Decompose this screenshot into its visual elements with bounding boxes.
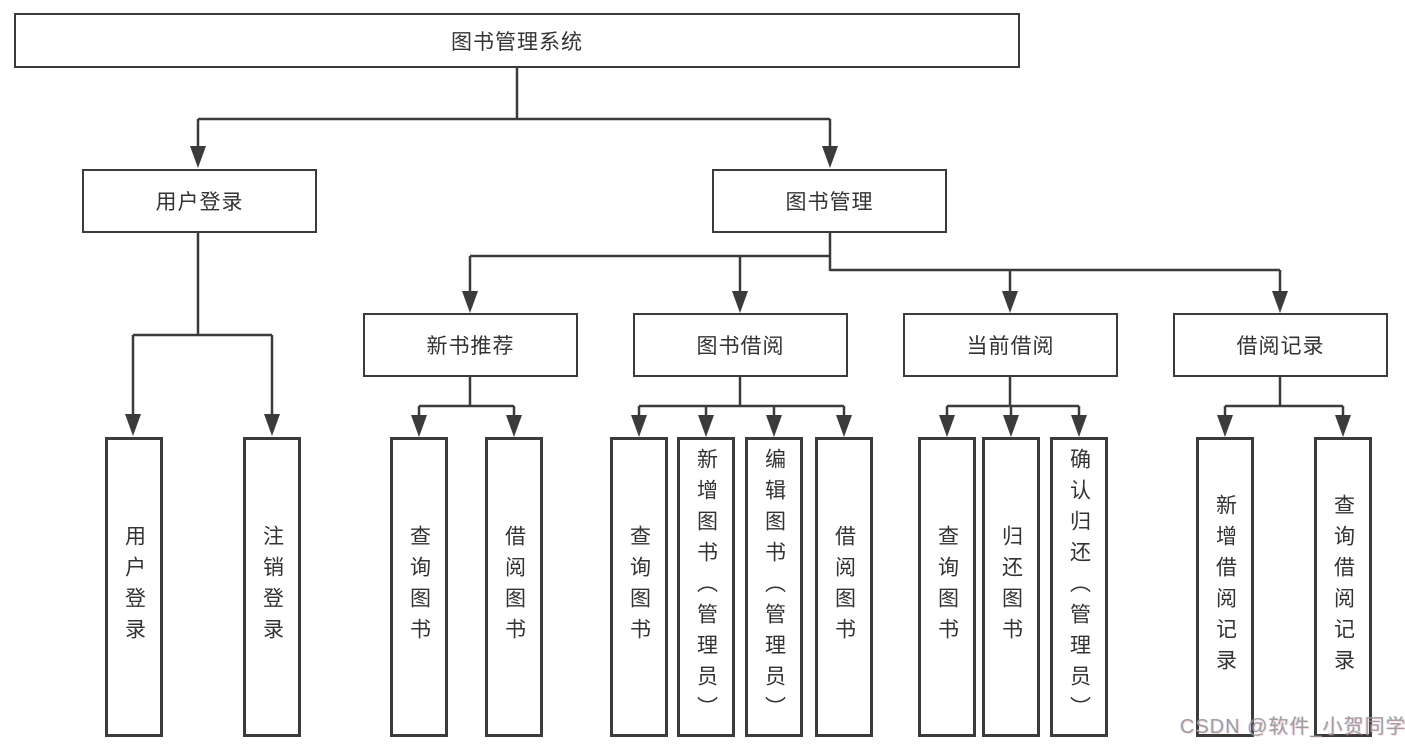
leaf-add-books-admin-label: 新增图书（管理员）	[694, 447, 718, 727]
leaf-borrow-books-recommend-label: 借阅图书	[502, 525, 526, 649]
leaf-query-books-recommend-label: 查询图书	[407, 525, 431, 649]
leaf-query-books-current-label: 查询图书	[935, 525, 959, 649]
leaf-confirm-return-admin-label: 确认归还（管理员）	[1067, 447, 1091, 727]
csdn-watermark: CSDN @软件_小贺同学	[1180, 716, 1405, 738]
leaf-logout: 注销登录	[243, 437, 301, 737]
leaf-borrow-books-recommend: 借阅图书	[485, 437, 543, 737]
leaf-query-books-borrowing-label: 查询图书	[627, 525, 651, 649]
leaf-add-borrow-record-label: 新增借阅记录	[1213, 494, 1237, 680]
node-current-borrowing: 当前借阅	[903, 313, 1118, 377]
leaf-query-books-borrowing: 查询图书	[610, 437, 668, 737]
node-user-login-label: 用户登录	[155, 191, 244, 214]
leaf-return-books-label: 归还图书	[999, 525, 1023, 649]
node-root: 图书管理系统	[14, 13, 1020, 68]
leaf-query-borrow-record-label: 查询借阅记录	[1331, 494, 1355, 680]
leaf-confirm-return-admin: 确认归还（管理员）	[1050, 437, 1108, 737]
leaf-user-login-label: 用户登录	[122, 525, 146, 649]
leaf-borrow-books-label: 借阅图书	[832, 525, 856, 649]
arrowheads	[125, 146, 1351, 437]
leaf-edit-books-admin: 编辑图书（管理员）	[745, 437, 803, 737]
leaf-user-login: 用户登录	[105, 437, 163, 737]
node-root-label: 图书管理系统	[451, 30, 583, 54]
leaf-edit-books-admin-label: 编辑图书（管理员）	[762, 447, 786, 727]
node-user-login: 用户登录	[82, 169, 317, 233]
leaf-add-borrow-record: 新增借阅记录	[1196, 437, 1254, 737]
leaf-query-books-recommend: 查询图书	[390, 437, 448, 737]
node-new-book-recommend-label: 新书推荐	[426, 335, 515, 358]
leaf-query-borrow-record: 查询借阅记录	[1314, 437, 1372, 737]
leaf-return-books: 归还图书	[982, 437, 1040, 737]
leaf-borrow-books: 借阅图书	[815, 437, 873, 737]
node-borrow-records-label: 借阅记录	[1236, 335, 1325, 358]
node-book-management: 图书管理	[712, 169, 947, 233]
node-book-management-label: 图书管理	[785, 191, 874, 214]
leaf-query-books-current: 查询图书	[918, 437, 976, 737]
node-book-borrowing: 图书借阅	[633, 313, 848, 377]
node-book-borrowing-label: 图书借阅	[696, 335, 785, 358]
node-current-borrowing-label: 当前借阅	[966, 335, 1055, 358]
leaf-logout-label: 注销登录	[260, 525, 284, 649]
node-new-book-recommend: 新书推荐	[363, 313, 578, 377]
node-borrow-records: 借阅记录	[1173, 313, 1388, 377]
leaf-add-books-admin: 新增图书（管理员）	[677, 437, 735, 737]
